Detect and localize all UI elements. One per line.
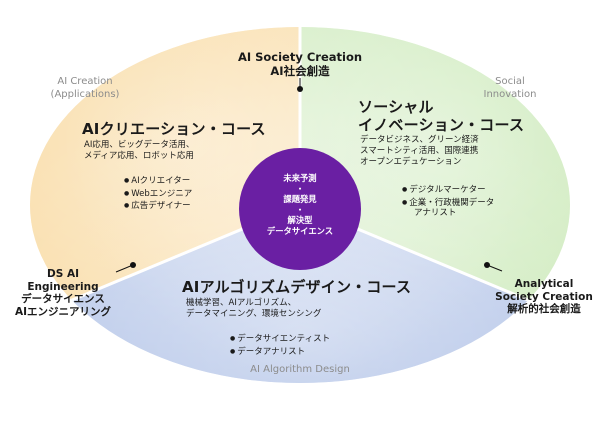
top-label-ja: AI社会創造 — [270, 63, 330, 78]
right-corner-label: Analytical Society Creation 解析的社会創造 — [490, 278, 598, 316]
algorithm-en-label: AI Algorithm Design — [250, 364, 350, 375]
social-desc-line1: データビジネス、グリーン経済 — [360, 135, 479, 145]
algorithm-career-item: データアナリスト — [230, 346, 330, 359]
social-careers-list: デジタルマーケター 企業・行政機関データ — [402, 184, 494, 209]
social-career-item: 企業・行政機関データ — [402, 197, 494, 210]
right-corner-line2: Society Creation — [495, 290, 593, 303]
creation-career-item: 広告デザイナー — [124, 200, 192, 213]
dot-left — [130, 262, 136, 268]
creation-course-title: AIクリエーション・コース — [82, 120, 266, 138]
center-circle — [239, 148, 361, 270]
center-line3: 解決型 — [287, 215, 313, 225]
algorithm-desc-line2: データマイニング、環境センシング — [186, 309, 322, 319]
creation-en-label: AI Creation (Applications) — [40, 76, 130, 101]
center-label: 未来予測 ・ 課題発見 ・ 解決型 データサイエンス — [250, 173, 350, 236]
social-description: データビジネス、グリーン経済 スマートシティ活用、国際連携 オープンエデュケーシ… — [360, 135, 479, 168]
creation-careers-list: AIクリエイター Webエンジニア 広告デザイナー — [124, 175, 192, 213]
center-separator: ・ — [295, 204, 305, 215]
social-title-line1: ソーシャル — [358, 98, 434, 116]
creation-en-line1: AI Creation — [57, 76, 113, 87]
top-label: AI Society Creation AI社会創造 — [220, 50, 380, 78]
left-corner-label: DS AI Engineering データサイエンス AIエンジニアリング — [4, 268, 122, 318]
top-label-en: AI Society Creation — [237, 50, 363, 64]
left-corner-line4: AIエンジニアリング — [14, 305, 112, 318]
center-line4: データサイエンス — [266, 225, 334, 236]
social-en-label: Social Innovation — [470, 76, 550, 101]
algorithm-description: 機械学習、AIアルゴリズム、 データマイニング、環境センシング — [186, 298, 321, 320]
pointer-left — [115, 264, 134, 273]
social-course-title: ソーシャル イノベーション・コース — [358, 98, 524, 134]
social-desc-line2: スマートシティ活用、国際連携 — [360, 146, 479, 156]
creation-description: AI応用、ビッグデータ活用、 メディア応用、ロボット応用 — [84, 140, 194, 162]
algorithm-careers-list: データサイエンティスト データアナリスト — [230, 333, 330, 358]
center-line2: 課題発見 — [283, 194, 317, 204]
social-en-line1: Social — [495, 76, 525, 87]
dot-top — [297, 86, 303, 92]
right-corner-line3: 解析的社会創造 — [507, 303, 581, 315]
social-career-continuation: アナリスト — [414, 208, 457, 218]
social-en-line2: Innovation — [483, 88, 537, 100]
algorithm-career-item: データサイエンティスト — [230, 333, 330, 346]
left-corner-line2: Engineering — [27, 280, 99, 293]
creation-career-item: AIクリエイター — [124, 175, 192, 188]
creation-desc-line2: メディア応用、ロボット応用 — [84, 151, 194, 161]
center-line1: 未来予測 — [283, 173, 317, 183]
social-career-item: デジタルマーケター — [402, 184, 494, 197]
left-corner-line1: DS AI — [47, 268, 79, 280]
social-title-line2: イノベーション・コース — [358, 116, 525, 134]
social-desc-line3: オープンエデュケーション — [360, 157, 462, 167]
creation-en-line2: (Applications) — [50, 88, 120, 100]
algorithm-course-title: AIアルゴリズムデザイン・コース — [182, 278, 412, 296]
left-corner-line3: データサイエンス — [21, 293, 105, 305]
algorithm-desc-line1: 機械学習、AIアルゴリズム、 — [186, 298, 297, 308]
creation-career-item: Webエンジニア — [124, 188, 192, 201]
creation-desc-line1: AI応用、ビッグデータ活用、 — [84, 140, 195, 150]
right-corner-line1: Analytical — [514, 278, 574, 290]
center-separator: ・ — [295, 183, 305, 194]
dot-right — [484, 262, 490, 268]
